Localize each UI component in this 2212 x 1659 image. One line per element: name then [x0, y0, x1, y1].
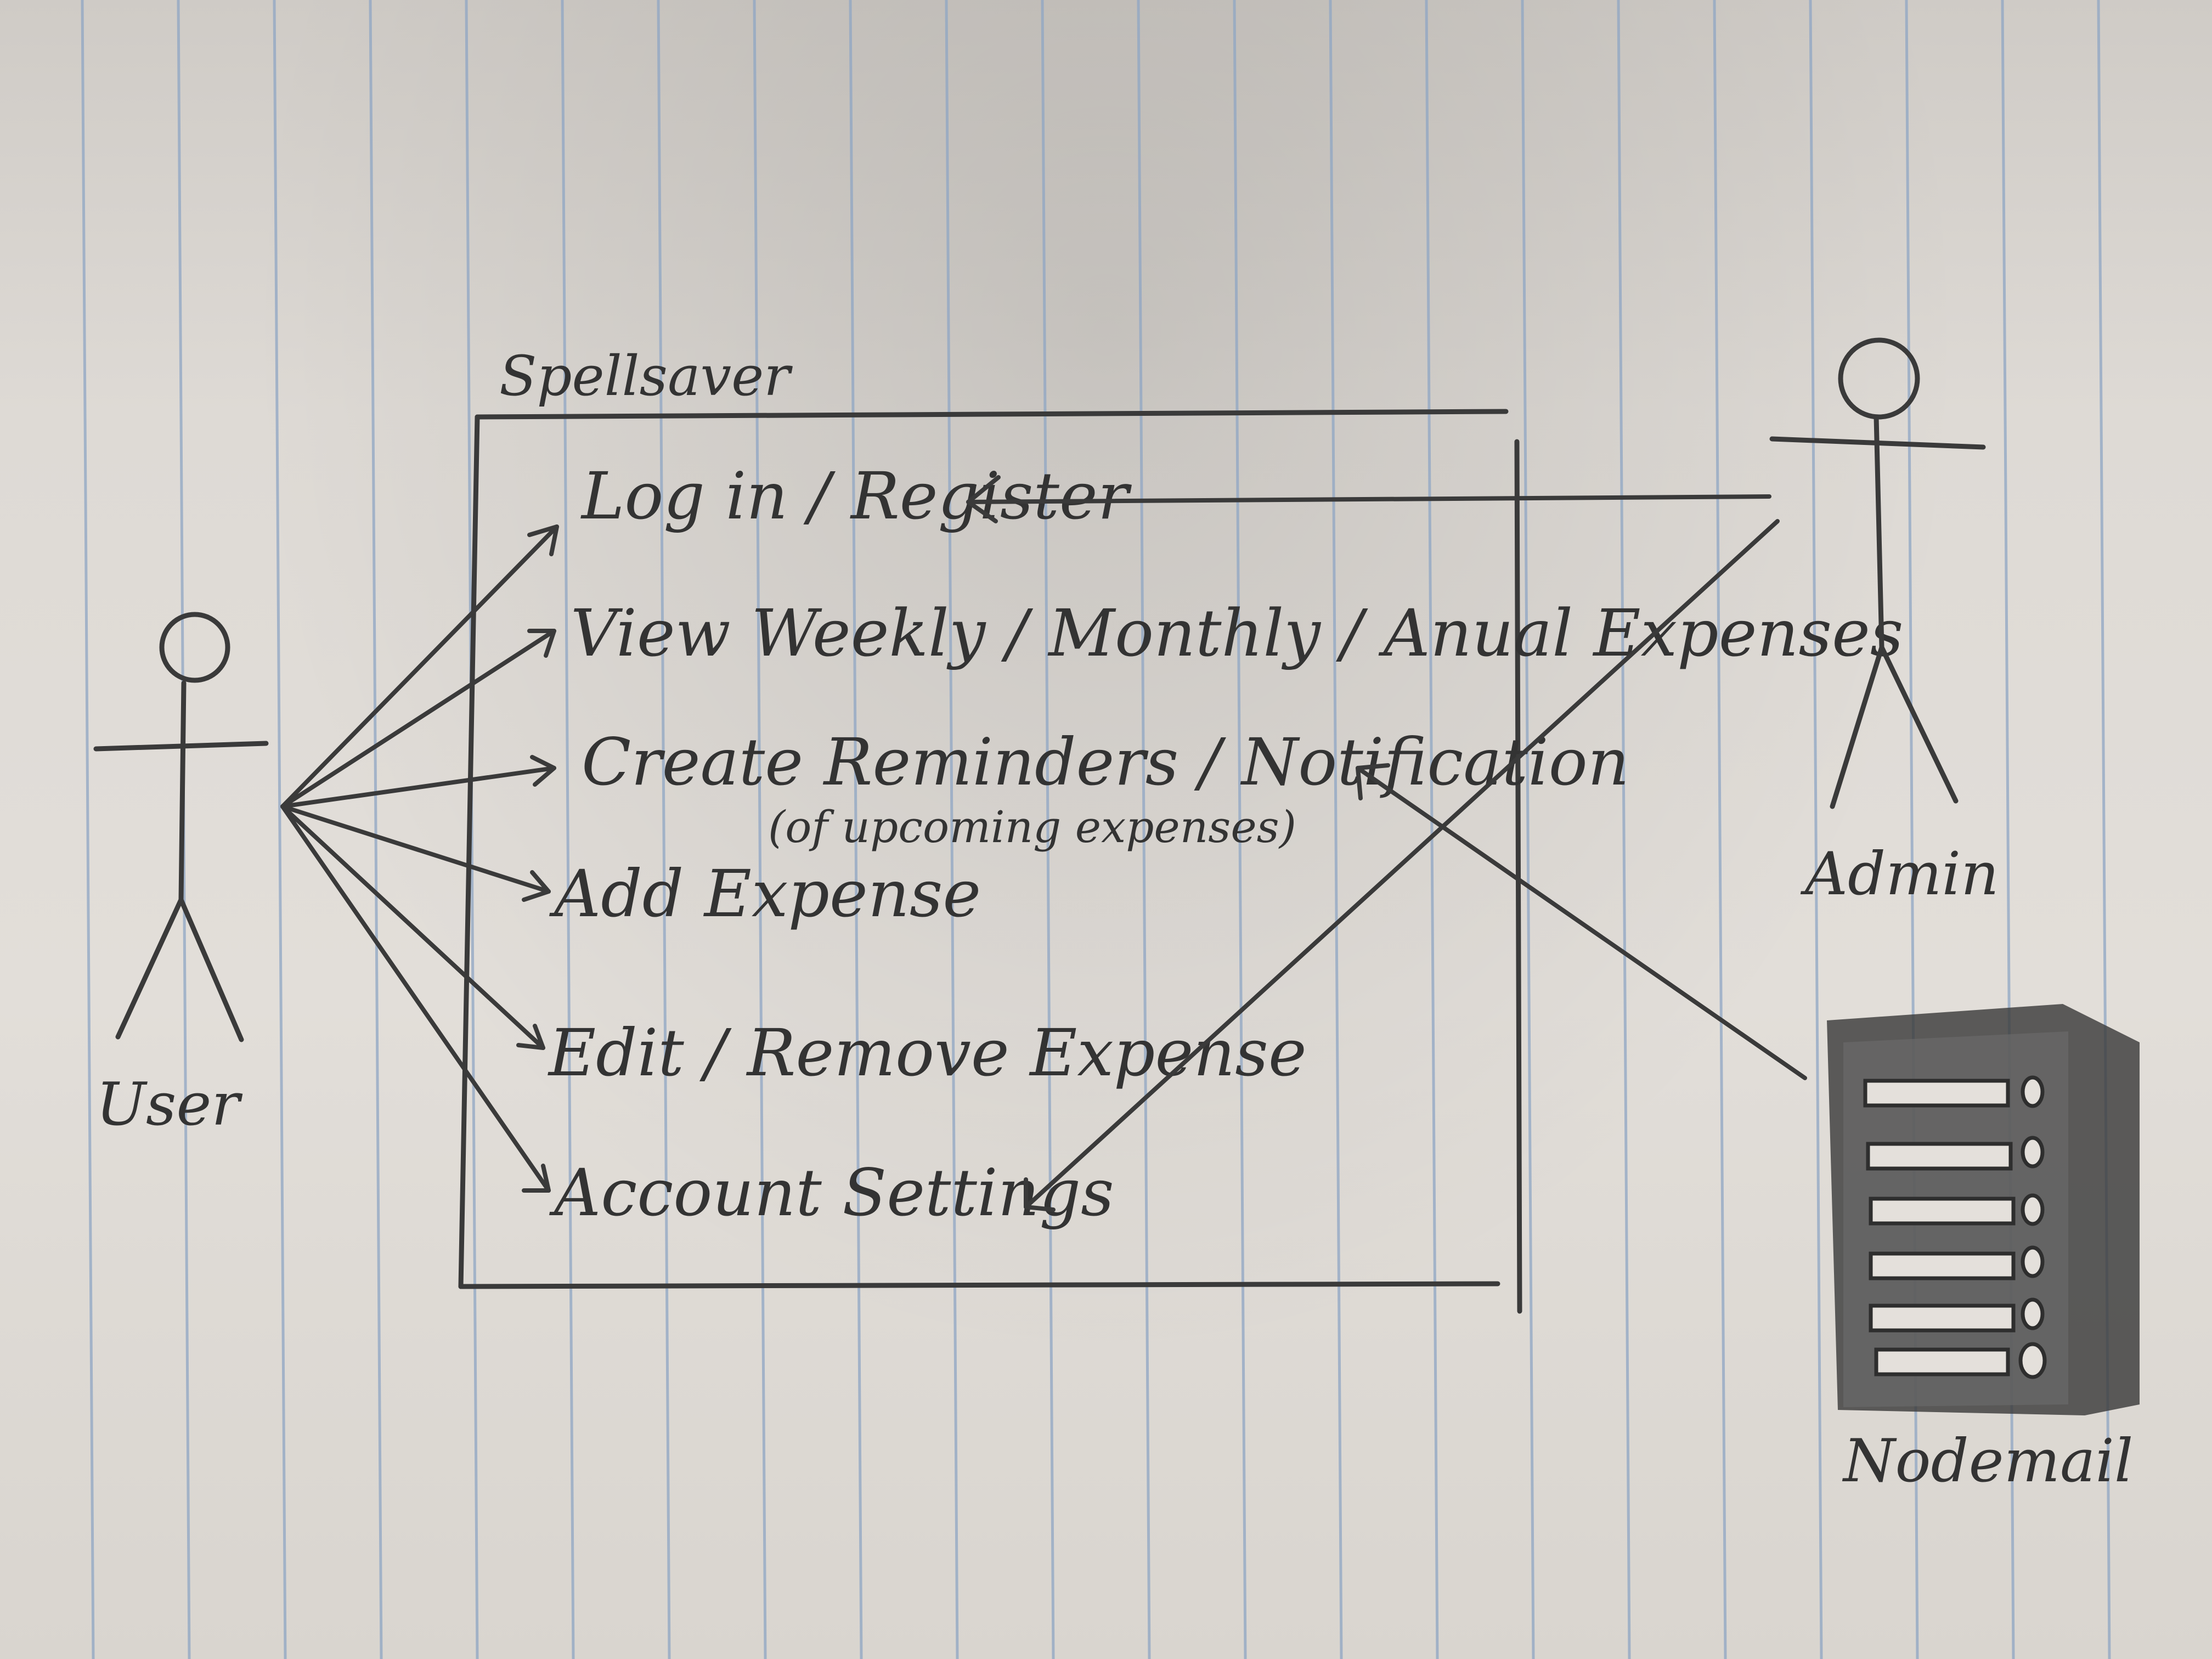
system-boundary	[458, 409, 1522, 1314]
nodemail-actor-label: Nodemail	[1842, 1427, 2133, 1496]
nodemail-associations	[1356, 763, 1807, 1080]
nodemail-server-icon	[1827, 1004, 2140, 1415]
use-case-add-expense: Add Expense	[549, 856, 981, 932]
user-actor-label: User	[96, 1070, 242, 1139]
use-case-view-expenses: View Weekly / Monthly / Anual Expenses	[571, 595, 1904, 671]
user-actor-icon	[93, 612, 269, 1042]
admin-actor-label: Admin	[1800, 840, 1999, 909]
admin-associations	[966, 475, 1780, 1212]
use-case-reminders-note: (of upcoming expenses)	[768, 802, 1296, 853]
admin-actor-icon	[1769, 337, 1986, 809]
user-associations	[280, 524, 559, 1193]
use-case-account-settings: Account Settings	[549, 1155, 1114, 1231]
use-case-edit-remove-expense: Edit / Remove Expense	[548, 1015, 1307, 1091]
system-name: Spellsaver	[499, 344, 793, 408]
use-case-create-reminders: Create Reminders / Notification	[582, 724, 1629, 800]
use-case-login-register: Log in / Register	[580, 458, 1132, 534]
